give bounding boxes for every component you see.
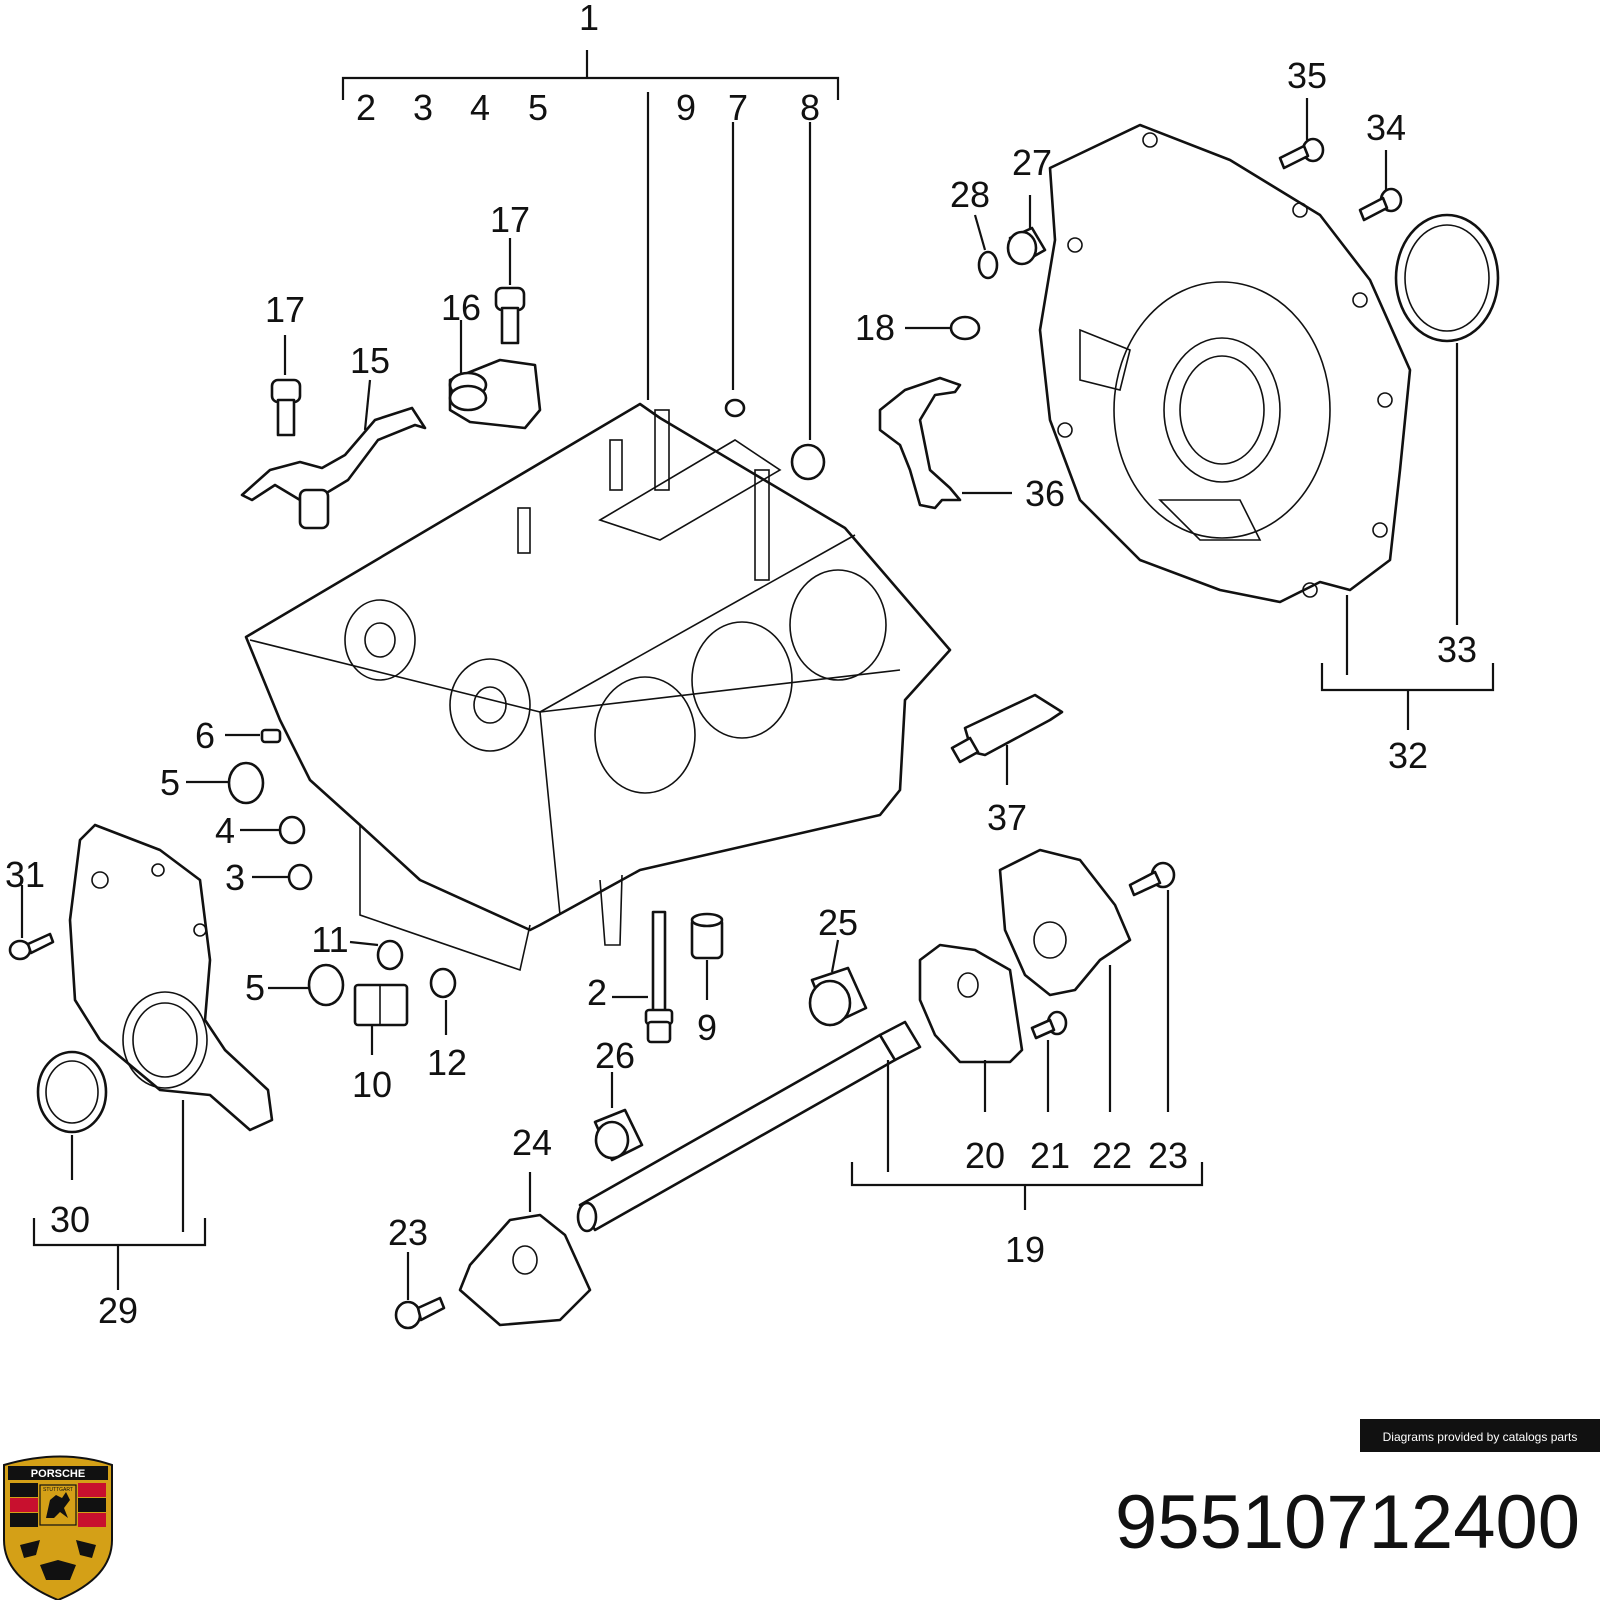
callout-29: 29 — [98, 1290, 138, 1331]
plug-7 — [724, 398, 746, 418]
block-10 — [353, 983, 409, 1027]
callout-4: 4 — [470, 87, 490, 128]
bearing-26 — [593, 1108, 644, 1162]
callout-11: 11 — [311, 919, 348, 960]
callout-7: 7 — [728, 87, 748, 128]
plug-4 — [278, 815, 306, 845]
callout-33: 33 — [1437, 629, 1477, 670]
sealant-tube-37 — [950, 693, 1064, 764]
credit-box — [1360, 1419, 1600, 1452]
bracket-36 — [878, 376, 962, 510]
callout-2: 2 — [356, 87, 376, 128]
flange-20 — [918, 943, 1024, 1064]
bolt-2 — [644, 910, 674, 1044]
rear-cover-32 — [1038, 123, 1412, 604]
engine-block — [244, 402, 952, 972]
pin-6 — [260, 728, 282, 744]
seal-5-lower — [307, 963, 345, 1007]
intermediate-shaft — [576, 1020, 922, 1233]
bolt-31 — [8, 932, 55, 961]
cover-16 — [448, 358, 542, 430]
seal-30 — [36, 1050, 108, 1134]
callout-6: 6 — [195, 715, 215, 756]
part-number: 95510712400 — [1115, 1480, 1580, 1565]
callout-9: 9 — [676, 87, 696, 128]
bolt-34 — [1358, 187, 1403, 222]
plug-8 — [790, 443, 826, 481]
callout-18: 18 — [855, 307, 895, 348]
callout-4-b: 4 — [215, 810, 235, 851]
callout-3: 3 — [413, 87, 433, 128]
callout-3-b: 3 — [225, 857, 245, 898]
callout-12: 12 — [427, 1042, 467, 1083]
front-cover-29 — [68, 823, 274, 1132]
callout-36: 36 — [1025, 473, 1065, 514]
callout-23-lower: 23 — [388, 1212, 428, 1253]
holder-24 — [458, 1213, 592, 1327]
cover-22 — [998, 848, 1132, 997]
callout-22: 22 — [1092, 1135, 1132, 1176]
bolt-35 — [1278, 137, 1325, 170]
bolt-17-top — [494, 286, 526, 345]
callout-35: 35 — [1287, 55, 1327, 96]
washer-28 — [977, 250, 999, 280]
seal-5 — [227, 761, 265, 805]
ring-12 — [429, 967, 457, 999]
callout-28: 28 — [950, 174, 990, 215]
callout-32: 32 — [1388, 735, 1428, 776]
callout-25: 25 — [818, 902, 858, 943]
callout-30: 30 — [50, 1199, 90, 1240]
sleeve-9 — [690, 912, 724, 960]
seal-33 — [1394, 213, 1500, 343]
bearing-25 — [808, 966, 868, 1027]
callout-17-top: 17 — [490, 199, 530, 240]
callout-9-b: 9 — [697, 1007, 717, 1048]
callout-1: 1 — [579, 0, 599, 38]
callout-24: 24 — [512, 1122, 552, 1163]
callout-34: 34 — [1366, 107, 1406, 148]
bolt-23-lower — [394, 1296, 446, 1330]
callout-31: 31 — [5, 854, 45, 895]
callout-5-b: 5 — [160, 762, 180, 803]
callout-19: 19 — [1005, 1229, 1045, 1270]
credit-text: Diagrams provided by catalogs parts — [1383, 1430, 1578, 1444]
sleeve-18 — [949, 315, 981, 341]
callout-37: 37 — [987, 797, 1027, 838]
callout-27: 27 — [1012, 142, 1052, 183]
callout-16: 16 — [441, 287, 481, 328]
callout-15: 15 — [350, 340, 390, 381]
callout-17-left: 17 — [265, 289, 305, 330]
crest-subtext: STUTTGART — [43, 1487, 73, 1493]
plug-27 — [1006, 226, 1047, 266]
callout-8: 8 — [800, 87, 820, 128]
ring-11 — [376, 939, 404, 971]
bolt-17-left — [270, 378, 302, 437]
callout-5: 5 — [528, 87, 548, 128]
bracket-15 — [240, 406, 427, 530]
plug-3 — [287, 863, 313, 891]
callout-5-c: 5 — [245, 967, 265, 1008]
bolt-21 — [1030, 1010, 1068, 1040]
callout-21: 21 — [1030, 1135, 1070, 1176]
porsche-crest-icon: PORSCHE STUTTGART — [3, 1455, 113, 1600]
bolt-23-right — [1128, 861, 1176, 897]
callout-23-right: 23 — [1148, 1135, 1188, 1176]
callout-26: 26 — [595, 1035, 635, 1076]
crest-text: PORSCHE — [31, 1468, 85, 1480]
bracket-1 — [341, 50, 840, 440]
callout-10: 10 — [352, 1064, 392, 1105]
callout-2-b: 2 — [587, 972, 607, 1013]
callout-20: 20 — [965, 1135, 1005, 1176]
